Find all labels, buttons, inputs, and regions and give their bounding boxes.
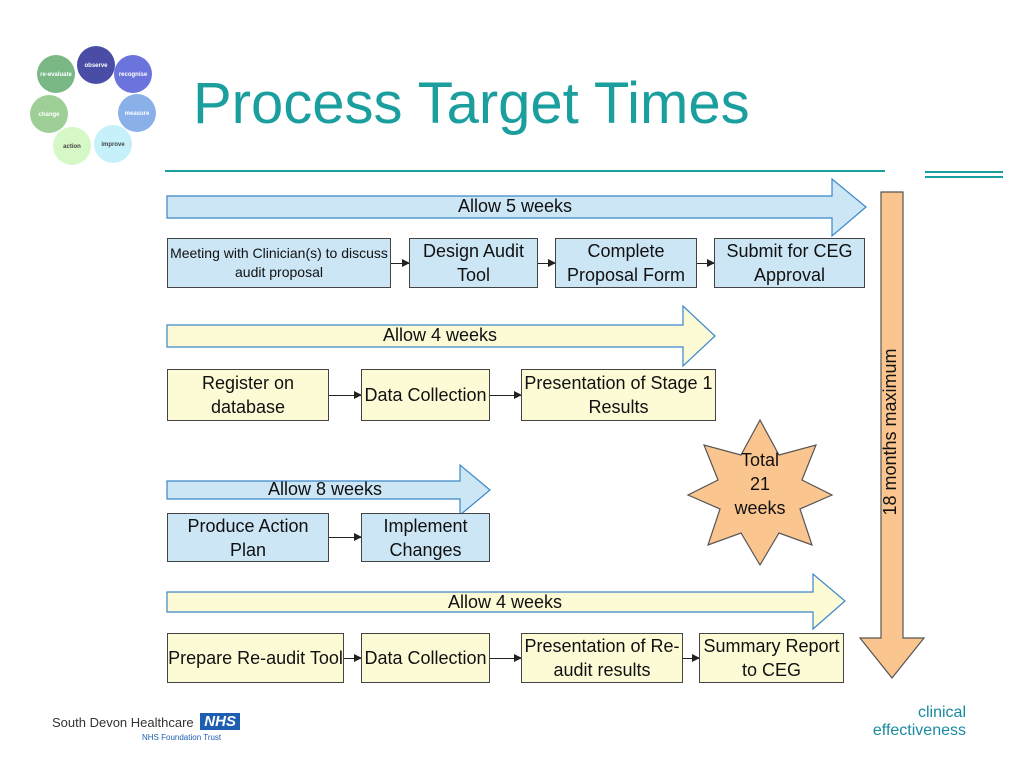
maximum-label: 18 months maximum	[880, 348, 900, 516]
cycle-label-action: action	[63, 144, 81, 150]
cycle-step-re-evaluate: re-evaluate	[37, 55, 75, 93]
cycle-step-change: change	[30, 95, 68, 133]
phase-2-step-1: Register on database	[167, 369, 329, 421]
org-name: South Devon Healthcare	[52, 715, 194, 730]
cycle-label-observe: observe	[84, 63, 108, 69]
cycle-label-change: change	[38, 112, 60, 118]
connector-arrow	[329, 533, 362, 541]
brand-line-1: clinical	[917, 704, 966, 721]
cycle-label-recognise: recognise	[119, 72, 148, 78]
title-rule	[165, 170, 885, 172]
cycle-step-recognise: recognise	[114, 55, 152, 93]
phase-3-arrow	[166, 463, 491, 517]
phase-4-arrow	[166, 572, 846, 631]
nhs-badge: NHS	[200, 713, 240, 730]
total-line-1: Total	[740, 450, 780, 470]
cycle-step-action: action	[53, 127, 91, 165]
brand-line-2: effectiveness	[872, 722, 966, 739]
audit-cycle-logo: observe recognise measure improve action…	[30, 46, 156, 165]
total-line-3: weeks	[734, 498, 786, 518]
cycle-step-observe: observe	[77, 46, 115, 84]
cycle-label-measure: measure	[125, 111, 150, 117]
cycle-step-improve: improve	[94, 125, 132, 163]
connector-arrow	[538, 259, 556, 267]
page-title: Process Target Times	[193, 71, 750, 136]
phase-1-step-1: Meeting with Clinician(s) to discuss aud…	[167, 238, 391, 288]
phase-1-step-3: Complete Proposal Form	[555, 238, 697, 288]
phase-1-allow-label: Allow 5 weeks	[457, 196, 573, 216]
phase-2-arrow	[166, 304, 716, 368]
phase-4-step-2: Data Collection	[361, 633, 490, 683]
connector-arrow	[490, 654, 522, 662]
phase-1-step-2: Design Audit Tool	[409, 238, 538, 288]
phase-3-step-1: Produce Action Plan	[167, 513, 329, 562]
connector-arrow	[490, 391, 522, 399]
phase-1-arrow	[166, 177, 867, 238]
connector-arrow	[391, 259, 410, 267]
phase-4-step-1: Prepare Re-audit Tool	[167, 633, 344, 683]
phase-4-step-3: Presentation of Re-audit results	[521, 633, 683, 683]
total-line-2: 21	[749, 474, 771, 494]
cycle-step-measure: measure	[118, 94, 156, 132]
phase-4-step-4: Summary Report to CEG	[699, 633, 844, 683]
org-logo: South Devon Healthcare NHS	[52, 713, 240, 730]
connector-arrow	[683, 654, 700, 662]
phase-3-allow-label: Allow 8 weeks	[267, 479, 383, 499]
connector-arrow	[344, 654, 362, 662]
total-star	[686, 418, 834, 567]
phase-1-step-4: Submit for CEG Approval	[714, 238, 865, 288]
phase-2-step-2: Data Collection	[361, 369, 490, 421]
phase-3-step-2: Implement Changes	[361, 513, 490, 562]
connector-arrow	[697, 259, 715, 267]
connector-arrow	[329, 391, 362, 399]
brand-logo: clinical effectiveness	[873, 704, 966, 740]
title-rule-right-1	[925, 171, 1003, 173]
title-rule-right-2	[925, 176, 1003, 178]
maximum-arrow	[858, 191, 926, 679]
trust-name: NHS Foundation Trust	[142, 733, 222, 742]
cycle-label-improve: improve	[101, 142, 125, 148]
phase-2-step-3: Presentation of Stage 1 Results	[521, 369, 716, 421]
cycle-label-re-evaluate: re-evaluate	[40, 72, 72, 78]
total-weeks-label: Total 21 weeks	[712, 448, 808, 520]
phase-2-allow-label: Allow 4 weeks	[382, 325, 498, 345]
phase-4-allow-label: Allow 4 weeks	[447, 592, 563, 612]
